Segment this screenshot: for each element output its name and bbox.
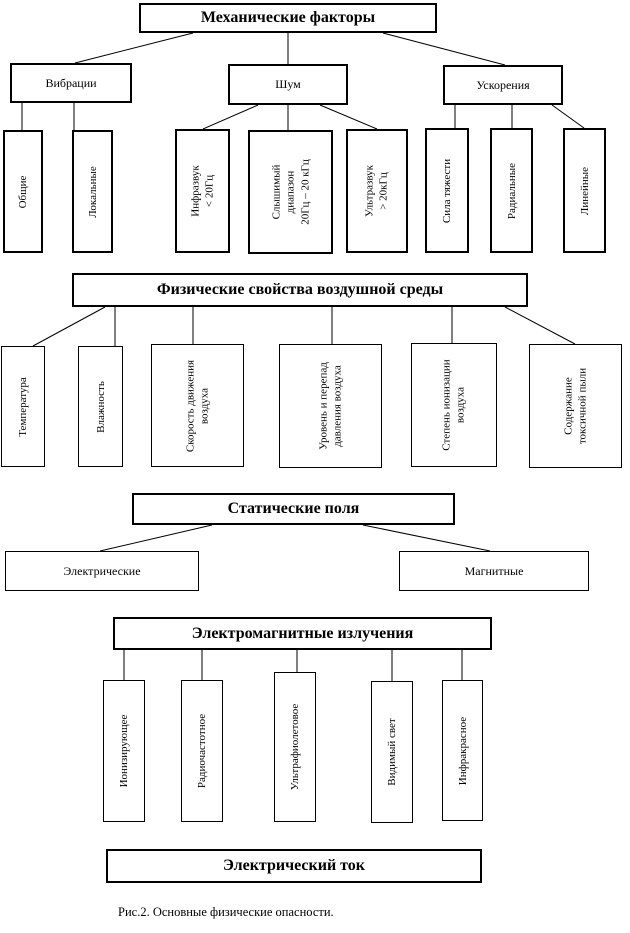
- figure-caption: Рис.2. Основные физические опасности.: [118, 905, 334, 919]
- node-electric-fields: Электрические: [5, 551, 199, 591]
- node-infrasound: Инфразвук < 20Гц: [175, 129, 230, 253]
- node-audible-range: Слышимый диапазон 20Гц – 20 кГц: [248, 130, 333, 254]
- node-toxic-dust: Содержание токсичной пыли: [529, 344, 622, 468]
- node-label: Электромагнитные излучения: [191, 624, 414, 642]
- node-visible-light: Видимый свет: [371, 681, 413, 823]
- node-ionizing: Ионизирующее: [103, 680, 145, 822]
- node-label: Радиочастотное: [195, 713, 208, 789]
- node-label: Слышимый диапазон 20Гц – 20 кГц: [270, 159, 311, 225]
- node-label: Ускорения: [476, 77, 530, 92]
- node-radial: Радиальные: [490, 128, 533, 253]
- node-air-speed: Скорость движения воздуха: [151, 344, 244, 467]
- node-vibrations: Вибрации: [10, 63, 132, 103]
- node-ultrasound: Ультразвук > 20кГц: [346, 129, 408, 253]
- node-air-ionization: Степень ионизации воздуха: [411, 343, 497, 467]
- node-gravity: Сила тяжести: [425, 128, 469, 253]
- node-label: Содержание токсичной пыли: [562, 367, 589, 445]
- node-label: Уровень и перепад давления воздуха: [317, 362, 344, 450]
- node-label: Температура: [16, 376, 29, 437]
- node-mechanical-factors: Механические факторы: [139, 3, 437, 33]
- node-accelerations: Ускорения: [443, 65, 563, 105]
- node-humidity: Влажность: [78, 346, 123, 467]
- node-infrared: Инфракрасное: [442, 680, 483, 821]
- node-label: Шум: [275, 77, 301, 91]
- node-vibrations-general: Общие: [3, 130, 43, 253]
- node-vibrations-local: Локальные: [72, 130, 113, 253]
- node-electric-current: Электрический ток: [106, 849, 482, 883]
- node-label: Инфразвук < 20Гц: [189, 165, 216, 217]
- node-label: Ультрафиолетовое: [288, 703, 301, 791]
- node-label: Видимый свет: [385, 718, 398, 786]
- node-label: Электрические: [63, 563, 141, 578]
- node-ultraviolet: Ультрафиолетовое: [274, 672, 316, 822]
- node-label: Инфракрасное: [456, 716, 469, 785]
- node-label: Радиальные: [505, 162, 518, 219]
- node-air-pressure: Уровень и перепад давления воздуха: [279, 344, 382, 468]
- node-label: Влажность: [94, 380, 107, 433]
- node-label: Скорость движения воздуха: [184, 359, 211, 452]
- node-air-properties: Физические свойства воздушной среды: [72, 273, 528, 307]
- node-label: Ультразвук > 20кГц: [363, 165, 390, 217]
- node-label: Локальные: [86, 165, 99, 218]
- node-static-fields: Статические поля: [132, 493, 455, 525]
- node-label: Магнитные: [464, 563, 524, 578]
- node-label: Степень ионизации воздуха: [440, 359, 467, 451]
- node-label: Сила тяжести: [440, 158, 453, 223]
- node-label: Механические факторы: [200, 9, 376, 26]
- node-radiofrequency: Радиочастотное: [181, 680, 223, 822]
- node-label: Статические поля: [227, 500, 360, 517]
- node-label: Вибрации: [45, 75, 97, 90]
- node-label: Ионизирующее: [117, 714, 130, 788]
- node-linear: Линейные: [563, 128, 606, 253]
- node-label: Физические свойства воздушной среды: [156, 281, 444, 298]
- node-label: Электрический ток: [222, 857, 366, 874]
- node-magnetic-fields: Магнитные: [399, 551, 589, 591]
- node-em-radiation: Электромагнитные излучения: [113, 617, 492, 650]
- node-temperature: Температура: [1, 346, 45, 467]
- node-label: Линейные: [578, 166, 591, 215]
- node-label: Общие: [16, 175, 29, 208]
- node-noise: Шум: [228, 64, 348, 105]
